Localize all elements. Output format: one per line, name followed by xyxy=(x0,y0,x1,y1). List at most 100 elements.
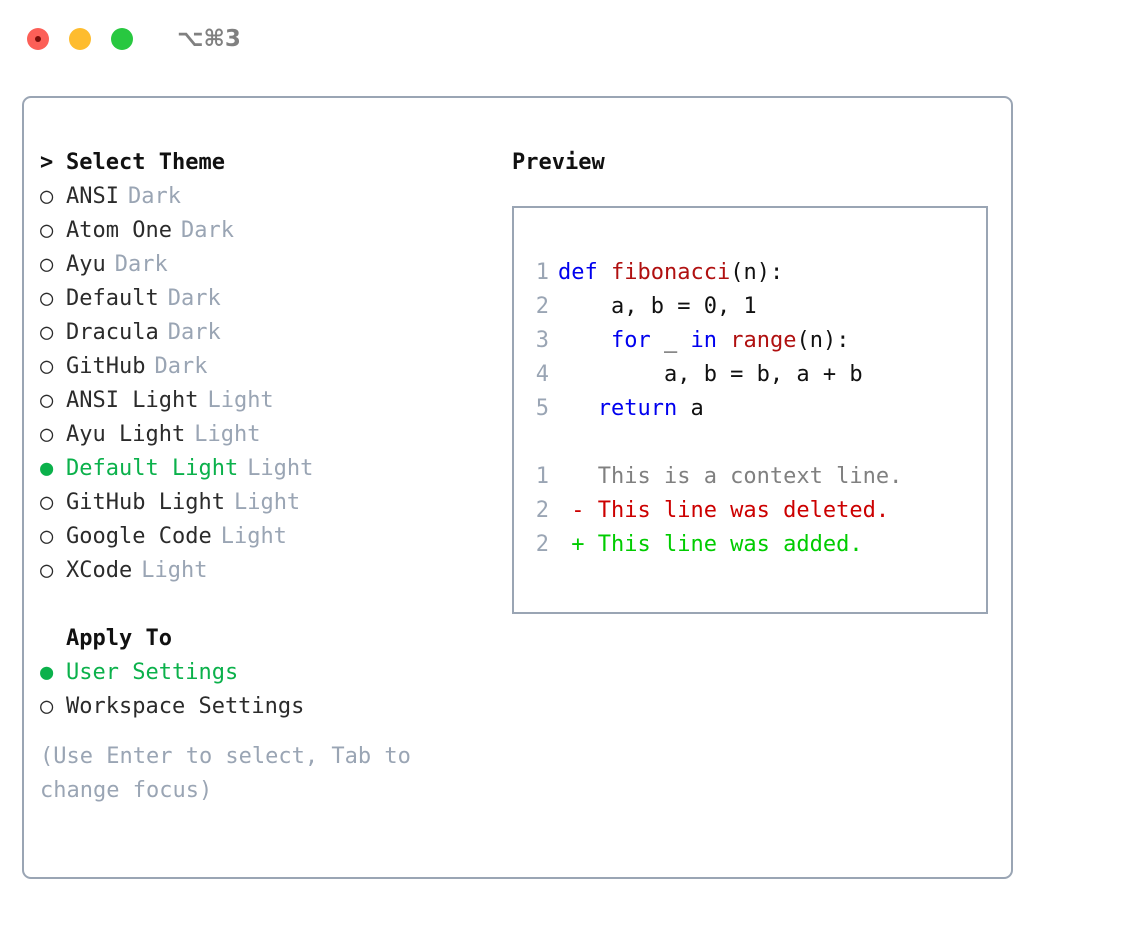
select-theme-header: > Select Theme xyxy=(40,146,504,180)
radio-unselected-icon: ○ xyxy=(40,490,54,515)
apply-to-list: ●User Settings ○ Workspace Settings xyxy=(40,656,504,724)
line-number: 4 xyxy=(535,362,549,387)
code-line-text: This is a context line. xyxy=(558,460,903,494)
preview-code-line: 2 a, b = 0, 1 xyxy=(514,290,986,324)
theme-item-label: ANSI Light xyxy=(66,388,199,413)
preview-diff-block: 1 This is a context line.2 - This line w… xyxy=(514,460,986,562)
keyboard-hint-text: (Use Enter to select, Tab to change focu… xyxy=(40,744,425,803)
code-token-txt: (n): xyxy=(730,260,784,285)
theme-list-item[interactable]: ○ GitHub Light Light xyxy=(40,486,504,520)
line-number: 2 xyxy=(535,532,549,557)
code-line-text: for _ in range(n): xyxy=(558,324,849,358)
theme-item-label: ANSI xyxy=(66,184,119,209)
select-theme-header-label: Select Theme xyxy=(66,150,225,175)
preview-title: Preview xyxy=(512,150,605,175)
line-number: 1 xyxy=(535,464,549,489)
code-line-text: + This line was added. xyxy=(558,528,863,562)
theme-item-variant-tag: Light xyxy=(207,388,274,413)
theme-item-variant-tag: Light xyxy=(247,456,314,481)
theme-item-variant-tag: Light xyxy=(233,490,301,515)
preview-code-line: 5 return a xyxy=(514,392,986,426)
theme-list-item[interactable]: ○ ANSI Dark xyxy=(40,180,504,214)
traffic-lights xyxy=(27,28,133,50)
theme-list-item[interactable]: ○ Dracula Dark xyxy=(40,316,504,350)
apply-to-item-label: User Settings xyxy=(66,660,239,685)
apply-to-item-label: Workspace Settings xyxy=(66,694,305,719)
code-token-txt: a xyxy=(690,396,704,421)
line-number: 2 xyxy=(535,294,549,319)
theme-item-variant-tag: Dark xyxy=(114,252,168,277)
code-token-ctx: This is a context line. xyxy=(558,464,903,489)
theme-item-label: XCode xyxy=(66,558,133,583)
code-line-text: return a xyxy=(558,392,704,426)
apply-to-header-label: Apply To xyxy=(66,626,172,651)
apply-to-list-item[interactable]: ●User Settings xyxy=(40,656,504,690)
theme-list-item[interactable]: ○ XCode Light xyxy=(40,554,504,588)
preview-code-line: 1 def fibonacci(n): xyxy=(514,256,986,290)
preview-code-line: 3 for _ in range(n): xyxy=(514,324,986,358)
radio-unselected-icon: ○ xyxy=(40,320,54,345)
preview-diff-line: 1 This is a context line. xyxy=(514,460,986,494)
theme-item-label: Default xyxy=(66,286,159,311)
theme-item-variant-tag: Light xyxy=(194,422,261,447)
theme-item-label: Google Code xyxy=(66,524,212,549)
minimize-window-button[interactable] xyxy=(69,28,91,50)
theme-list-item[interactable]: ○ ANSI Light Light xyxy=(40,384,504,418)
code-token-txt: a, b = 0, 1 xyxy=(558,294,757,319)
theme-item-variant-tag: Light xyxy=(141,558,208,583)
maximize-window-button[interactable] xyxy=(111,28,133,50)
code-token-txt: _ xyxy=(663,328,691,353)
code-token-txt: a, b = b, a + b xyxy=(558,362,863,387)
focus-caret-icon: > xyxy=(40,150,54,175)
theme-item-variant-tag: Dark xyxy=(167,286,221,311)
section-spacer xyxy=(40,588,504,622)
code-token-kw: for xyxy=(558,328,664,353)
apply-to-header: Apply To xyxy=(40,622,504,656)
radio-unselected-icon: ○ xyxy=(40,184,54,209)
radio-unselected-icon: ○ xyxy=(40,388,54,413)
theme-item-variant-tag: Dark xyxy=(127,184,181,209)
keyboard-shortcut-label: ⌥⌘3 xyxy=(177,26,241,52)
theme-item-variant-tag: Dark xyxy=(167,320,221,345)
code-line-text: def fibonacci(n): xyxy=(558,256,783,290)
code-token-txt: (n): xyxy=(796,328,850,353)
theme-item-label: GitHub xyxy=(66,354,146,379)
preview-diff-line: 2 - This line was deleted. xyxy=(514,494,986,528)
theme-item-label: Dracula xyxy=(66,320,159,345)
theme-item-variant-tag: Dark xyxy=(180,218,234,243)
theme-item-label: Default Light xyxy=(66,456,239,481)
radio-unselected-icon: ○ xyxy=(40,218,54,243)
code-token-del: - This line was deleted. xyxy=(558,498,890,523)
theme-item-label: GitHub Light xyxy=(66,490,225,515)
theme-list-item[interactable]: ○ Default Dark xyxy=(40,282,504,316)
code-line-text: - This line was deleted. xyxy=(558,494,889,528)
code-line-text: a, b = b, a + b xyxy=(558,358,863,392)
radio-unselected-icon: ○ xyxy=(40,524,54,549)
radio-unselected-icon: ○ xyxy=(40,422,54,447)
preview-gap xyxy=(514,426,986,460)
apply-to-list-item[interactable]: ○ Workspace Settings xyxy=(40,690,504,724)
line-number: 2 xyxy=(535,498,549,523)
radio-unselected-icon: ○ xyxy=(40,252,54,277)
close-window-button[interactable] xyxy=(27,28,49,50)
line-number: 1 xyxy=(535,260,549,285)
radio-unselected-icon: ○ xyxy=(40,694,54,719)
apply-to-caret-icon xyxy=(40,622,66,656)
radio-unselected-icon: ○ xyxy=(40,354,54,379)
line-number: 3 xyxy=(535,328,549,353)
radio-unselected-icon: ○ xyxy=(40,558,54,583)
preview-diff-line: 2 + This line was added. xyxy=(514,528,986,562)
code-token-add: + This line was added. xyxy=(558,532,863,557)
radio-unselected-icon: ○ xyxy=(40,286,54,311)
